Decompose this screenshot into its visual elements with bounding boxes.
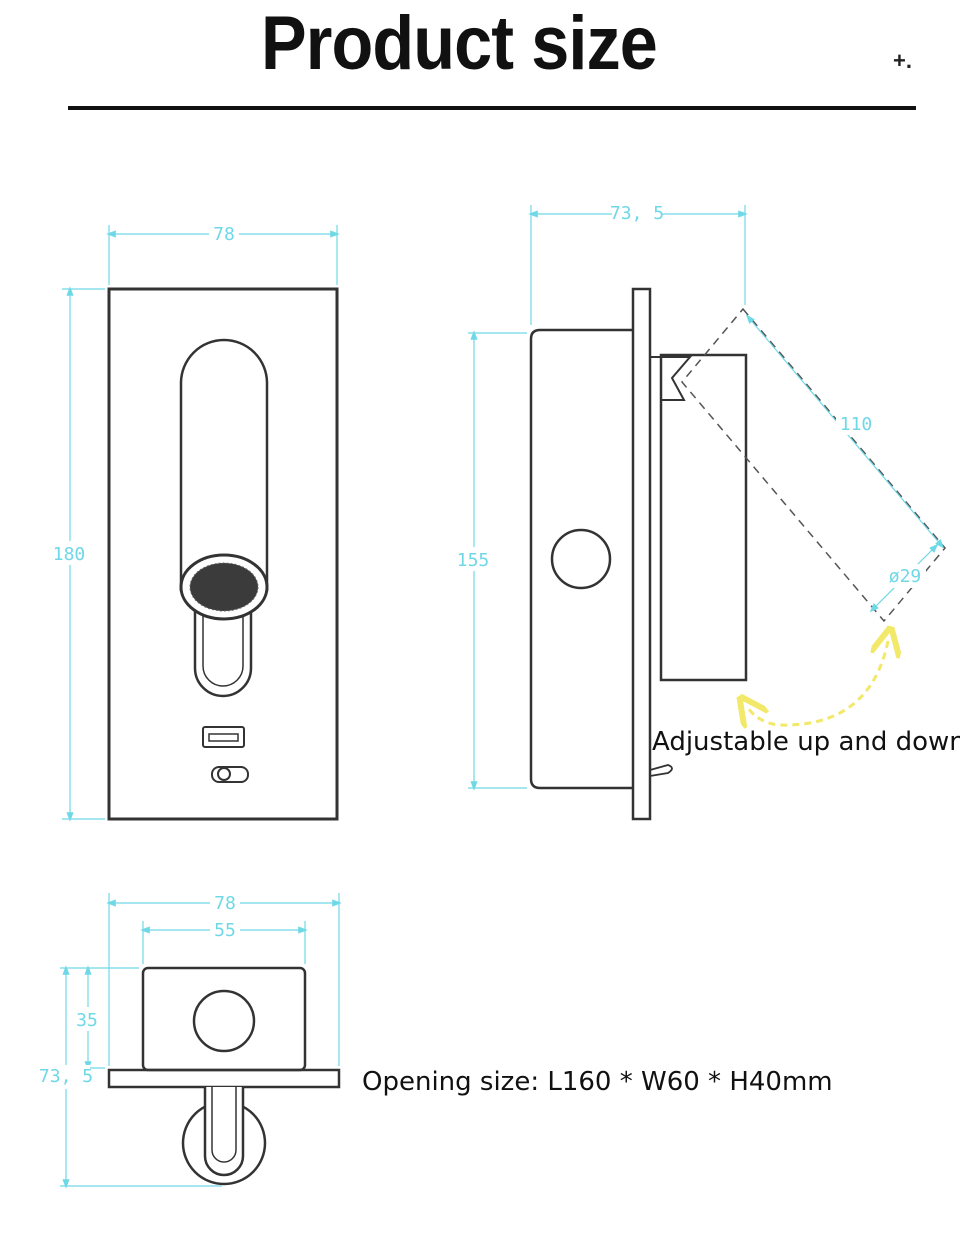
dim-head-diameter: ø29 (889, 566, 922, 587)
front-dimensions (62, 225, 340, 822)
dim-top-width: 78 (214, 893, 236, 914)
dim-side-depth: 73, 5 (610, 203, 664, 224)
side-dimensions (468, 205, 945, 791)
corner-mark: +. (893, 48, 912, 73)
title-divider (68, 106, 916, 110)
adjustable-note: Adjustable up and down (652, 727, 960, 757)
dim-top-total-depth: 73, 5 (39, 1066, 93, 1087)
motion-arrow-icon (748, 641, 888, 725)
dim-head-length: 110 (840, 414, 873, 435)
top-view (107, 966, 341, 1186)
dim-front-width: 78 (213, 224, 235, 245)
dim-top-inner-width: 55 (214, 920, 236, 941)
lens-mesh-icon (190, 563, 258, 611)
opening-size-note: Opening size: L160 * W60 * H40mm (362, 1067, 833, 1097)
dim-front-height: 180 (53, 544, 86, 565)
dim-top-body-depth: 35 (76, 1010, 98, 1031)
page-title: Product size (261, 1, 658, 86)
dim-side-height: 155 (457, 550, 490, 571)
usb-port-icon (202, 726, 245, 748)
switch-icon (211, 766, 249, 783)
front-view (107, 287, 339, 821)
